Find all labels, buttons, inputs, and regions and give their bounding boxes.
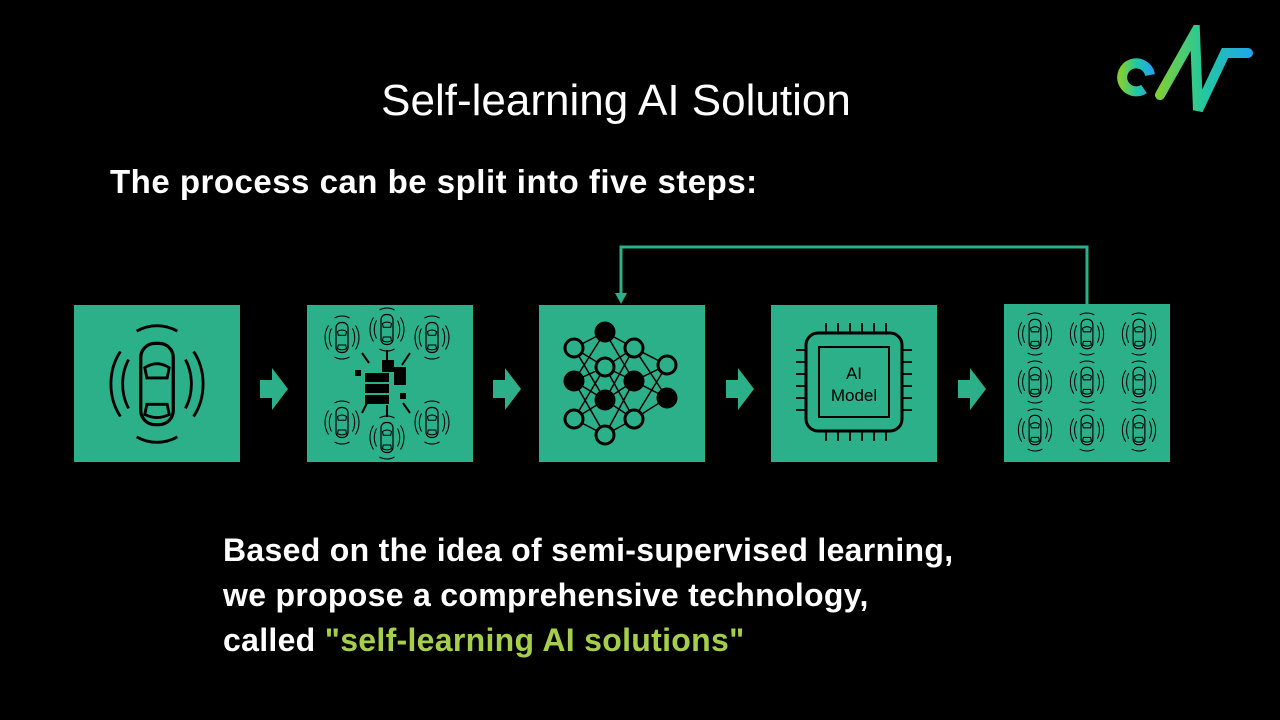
neural-network-icon — [563, 321, 678, 446]
company-logo — [1100, 25, 1255, 120]
chip-label-ai: AI — [845, 364, 863, 383]
slide-title: Self-learning AI Solution — [381, 76, 851, 125]
step-2-fleet-data — [307, 305, 473, 462]
body-line-3-prefix: called — [223, 622, 325, 658]
fleet-data-server-icon — [324, 307, 450, 460]
arrow-right-icon — [493, 368, 521, 410]
step-1-data-collection — [74, 305, 240, 462]
car-sensing-icon — [74, 305, 240, 462]
step-4-ai-model: AI Model — [771, 305, 937, 462]
slide-body: Based on the idea of semi-supervised lea… — [223, 528, 953, 663]
arrow-right-icon — [726, 368, 754, 410]
body-line-2: we propose a comprehensive technology, — [223, 577, 869, 613]
chip-label-model: Model — [830, 386, 878, 405]
body-line-1: Based on the idea of semi-supervised lea… — [223, 532, 954, 568]
ai-model-chip-icon — [796, 323, 912, 441]
slide-subtitle: The process can be split into five steps… — [110, 163, 758, 200]
arrow-right-icon — [260, 368, 288, 410]
arrow-right-icon — [958, 368, 986, 410]
body-line-3: called "self-learning AI solutions" — [223, 618, 953, 663]
step-3-training — [539, 305, 705, 462]
step-5-fleet-deployment — [1004, 304, 1170, 462]
fleet-grid-icon — [1017, 312, 1157, 452]
highlighted-term: "self-learning AI solutions" — [324, 622, 745, 658]
